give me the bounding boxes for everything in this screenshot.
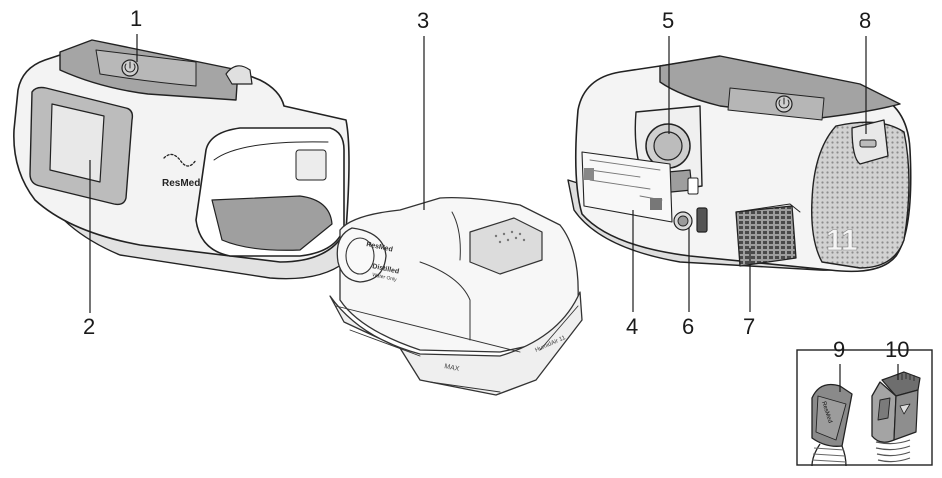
control-panel-recess xyxy=(95,49,197,87)
heated-air-tube xyxy=(871,371,921,463)
connector-grip-ribs xyxy=(901,373,915,381)
sd-card-slot xyxy=(696,207,708,233)
standard-air-tube: ResMed xyxy=(811,383,853,467)
callout-10: 10 xyxy=(885,337,910,362)
device-rear-view: 11 xyxy=(567,55,912,273)
tub-water-label-2: Water Only xyxy=(372,272,398,283)
display-screen xyxy=(49,103,105,183)
bay-floor xyxy=(211,195,333,251)
callout-1: 1 xyxy=(130,6,143,31)
callout-4: 4 xyxy=(626,314,639,339)
tub-max-mark: MAX xyxy=(444,363,461,373)
leader-lines xyxy=(89,34,899,392)
water-tub: ResMed Distilled Water Only MAX HumidAir… xyxy=(329,197,583,396)
callout-2: 2 xyxy=(83,314,96,339)
callout-7: 7 xyxy=(743,314,756,339)
callout-5: 5 xyxy=(662,8,675,33)
callout-6: 6 xyxy=(682,314,695,339)
resmed-logo-text: ResMed xyxy=(162,178,200,189)
tube-ribbing xyxy=(811,447,847,463)
rear-model-badge: 11 xyxy=(826,224,858,257)
callout-3: 3 xyxy=(417,8,430,33)
device-front-view: ResMed xyxy=(13,39,350,280)
heated-tube-ribbing xyxy=(875,439,911,463)
air-filter-cover xyxy=(735,205,797,267)
air-tubing-inset: ResMed xyxy=(796,349,933,467)
callout-8: 8 xyxy=(859,8,872,33)
tub-top-cap xyxy=(469,217,543,275)
callout-9: 9 xyxy=(833,337,846,362)
tub-cap-dots xyxy=(494,230,526,244)
tub-base xyxy=(329,291,583,396)
product-label-plate xyxy=(581,151,673,223)
speaker-grille xyxy=(811,121,910,269)
resmed-logo-wave-icon xyxy=(163,153,197,167)
